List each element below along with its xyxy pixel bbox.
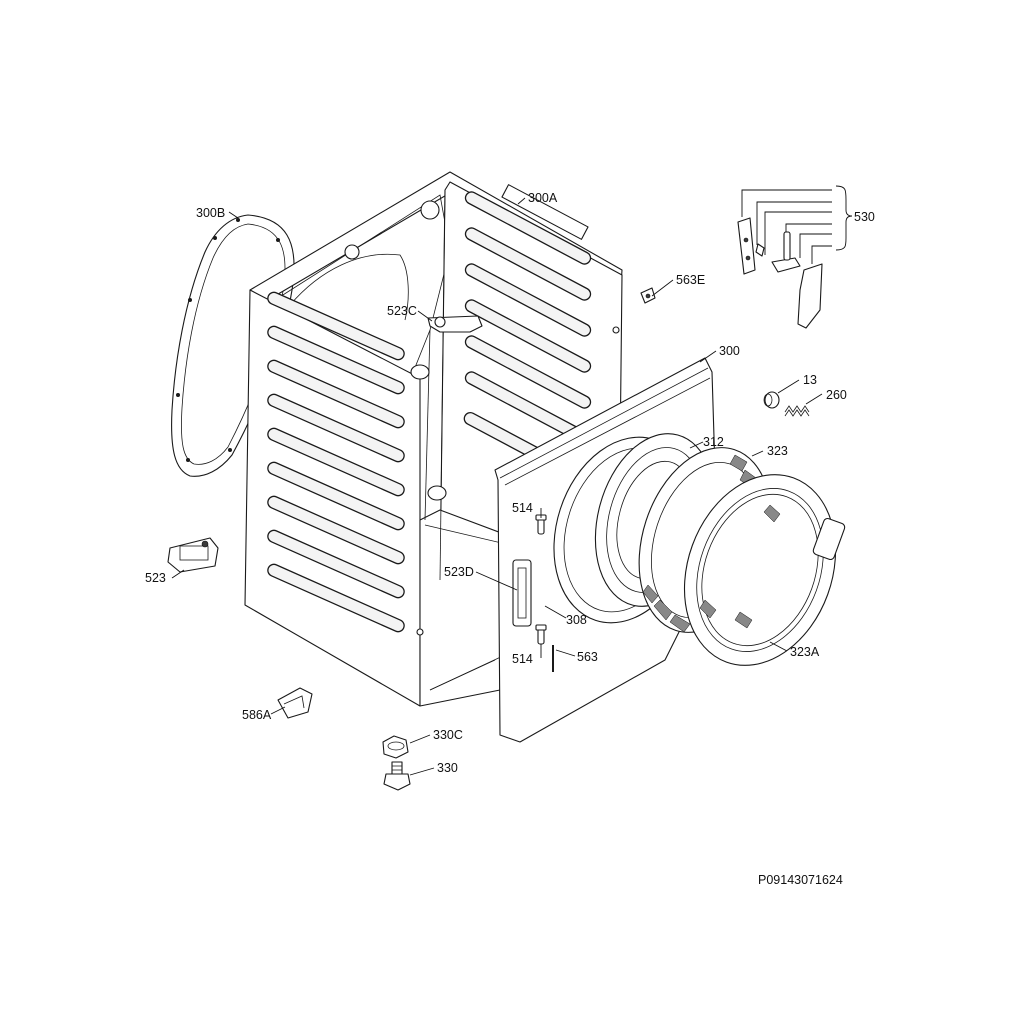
diagram-reference-code: P09143071624 <box>758 873 843 887</box>
label-312: 312 <box>703 435 724 449</box>
callout-labels: 300B 300A 523C 563E 530 300 13 260 312 3… <box>145 191 875 775</box>
part-260-spring <box>784 405 810 417</box>
part-323A-outer-door-ring <box>683 474 846 666</box>
part-523C-hose-clip <box>427 315 483 333</box>
label-323A: 323A <box>790 645 820 659</box>
label-300A: 300A <box>528 191 558 205</box>
part-13-cap <box>763 391 780 409</box>
part-530-hinge-group <box>737 217 823 329</box>
label-563: 563 <box>577 650 598 664</box>
part-330C-foot-nut <box>382 735 409 759</box>
label-323: 323 <box>767 444 788 458</box>
leader-lines <box>171 185 853 776</box>
part-300B-rear-gasket <box>171 214 295 477</box>
label-300B: 300B <box>196 206 225 220</box>
part-563E-connector <box>640 287 656 304</box>
label-586A: 586A <box>242 708 272 722</box>
label-260: 260 <box>826 388 847 402</box>
label-563E: 563E <box>676 273 705 287</box>
label-523D: 523D <box>444 565 474 579</box>
label-514-bottom: 514 <box>512 652 533 666</box>
label-308: 308 <box>566 613 587 627</box>
part-514-pin-bottom <box>535 624 547 645</box>
label-13: 13 <box>803 373 817 387</box>
part-523-clamp <box>167 537 219 573</box>
label-300: 300 <box>719 344 740 358</box>
label-330: 330 <box>437 761 458 775</box>
label-530: 530 <box>854 210 875 224</box>
label-514-top: 514 <box>512 501 533 515</box>
part-330-foot <box>383 761 411 791</box>
label-523C: 523C <box>387 304 417 318</box>
label-523: 523 <box>145 571 166 585</box>
part-586A-bracket <box>277 687 313 719</box>
label-330C: 330C <box>433 728 463 742</box>
